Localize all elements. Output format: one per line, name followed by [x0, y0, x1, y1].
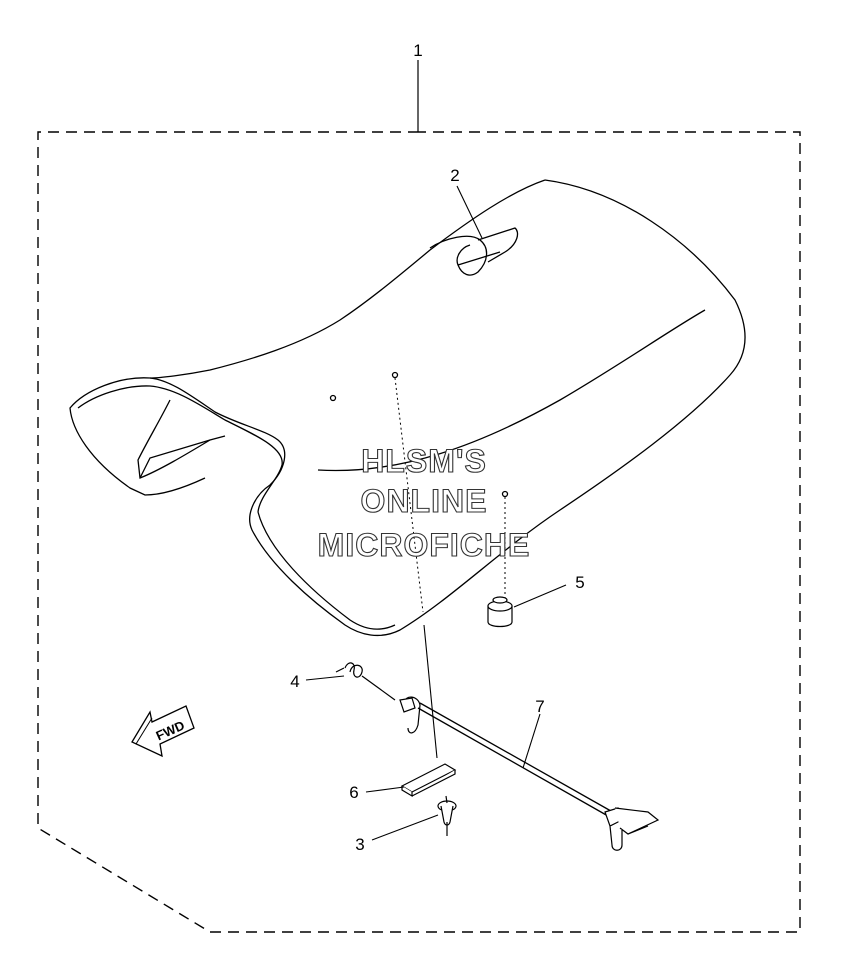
- leader-3: [371, 814, 439, 841]
- leader-5: [513, 584, 567, 608]
- leader-4: [305, 675, 345, 681]
- assembly-boundary: [37, 131, 801, 933]
- callout-5: 5: [575, 573, 584, 592]
- alignment-line-hook-lower: [423, 624, 438, 759]
- alignment-line-hook: [394, 377, 424, 613]
- damper-icon: [487, 596, 513, 628]
- fwd-arrow-icon: FWD: [131, 705, 195, 758]
- leader-7: [522, 713, 541, 769]
- rivet-icon: [437, 795, 457, 836]
- leader-2: [456, 185, 483, 239]
- seat-icon: [69, 179, 746, 637]
- callout-6: 6: [349, 783, 358, 802]
- seat-lock-rod-icon: [399, 696, 660, 851]
- spring-icon: [335, 662, 396, 701]
- callout-3: 3: [355, 835, 364, 854]
- watermark-line-3: MICROFICHE: [318, 527, 531, 563]
- pad-icon: [400, 763, 457, 798]
- callout-2: 2: [450, 166, 459, 185]
- leader-6: [365, 786, 405, 793]
- watermark-line-2: ONLINE: [361, 483, 488, 519]
- callout-1: 1: [413, 41, 422, 60]
- callout-4: 4: [290, 672, 299, 691]
- callout-7: 7: [535, 697, 544, 716]
- watermark-line-1: HLSM'S: [361, 443, 487, 479]
